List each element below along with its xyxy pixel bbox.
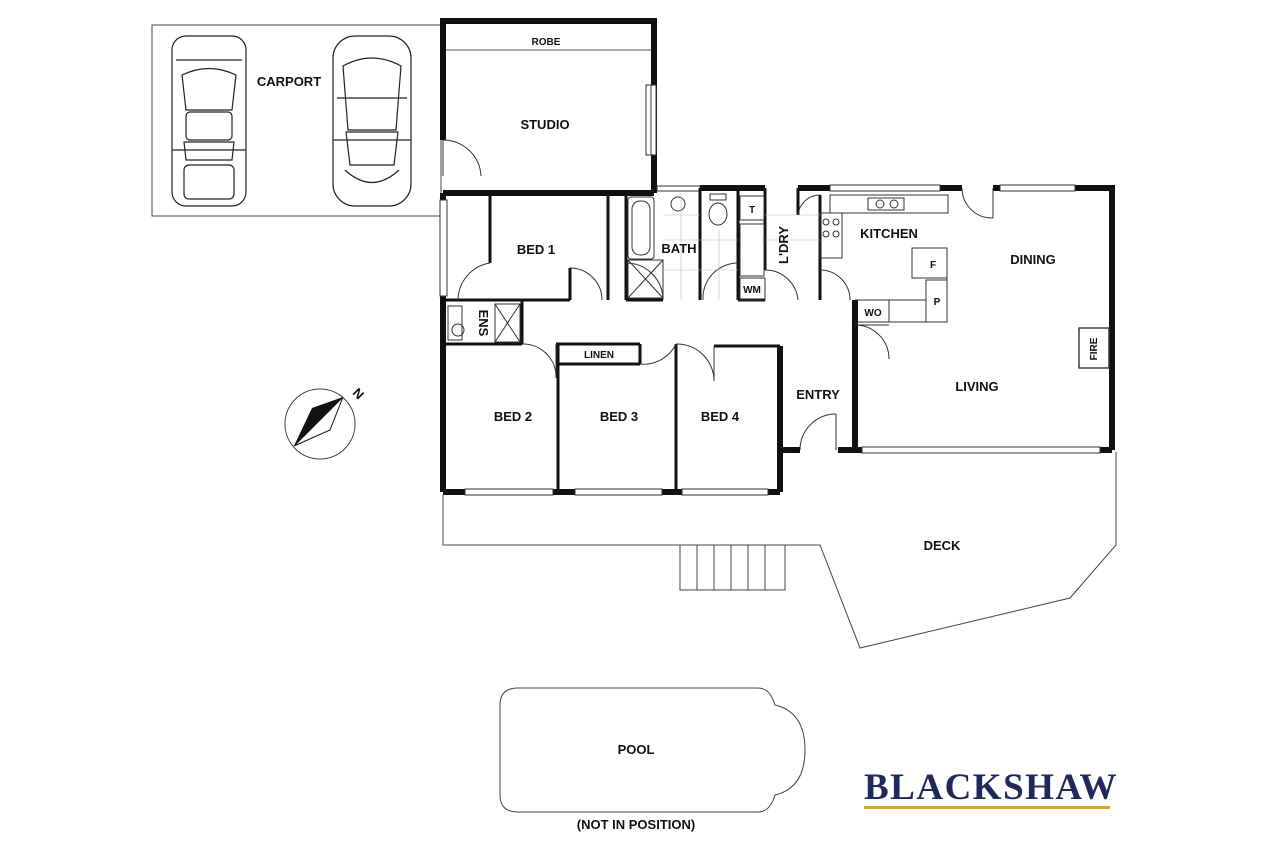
label-deck: DECK [924,538,961,553]
label-bed-1: BED 1 [517,242,555,257]
label-robe: ROBE [532,37,561,48]
pool-outline [499,687,806,813]
windows [439,184,1101,496]
label-pool-note: (NOT IN POSITION) [577,817,695,832]
compass-north-label: N [350,385,367,402]
deck-outline [442,452,1117,649]
label-ens: ENS [476,310,491,337]
room-labels: CARPORT ROBE STUDIO BED 1 BATH L'DRY WM … [257,37,1100,832]
studio-walls [440,18,657,190]
label-wm: WM [743,285,761,296]
label-laundry: L'DRY [776,226,791,264]
label-pool: POOL [618,742,655,757]
interior-walls [443,188,857,492]
label-toilet: T [749,205,755,216]
label-bed-2: BED 2 [494,409,532,424]
floor-tiles [663,193,820,300]
label-linen: LINEN [584,350,614,361]
bath-fixtures [447,193,766,343]
label-wo: WO [864,308,881,319]
label-bath: BATH [661,241,696,256]
compass-ring [284,388,356,460]
car-icon [171,35,247,207]
kitchen-fixtures [819,194,1110,369]
doors [457,187,994,451]
label-studio: STUDIO [520,117,569,132]
compass: N [284,385,367,460]
label-entry: ENTRY [796,387,840,402]
car-icon [332,35,412,207]
label-dining: DINING [1010,252,1056,267]
label-fire: FIRE [1089,337,1100,360]
label-pantry: P [934,297,941,308]
label-living: LIVING [955,379,998,394]
label-bed-3: BED 3 [600,409,638,424]
label-bed-4: BED 4 [701,409,740,424]
brand-logo: BLACKSHAW [864,767,1119,808]
label-fridge: F [930,260,936,271]
carport-area [151,24,442,217]
label-kitchen: KITCHEN [860,226,918,241]
brand-underline [864,806,1110,809]
label-carport: CARPORT [257,74,321,89]
